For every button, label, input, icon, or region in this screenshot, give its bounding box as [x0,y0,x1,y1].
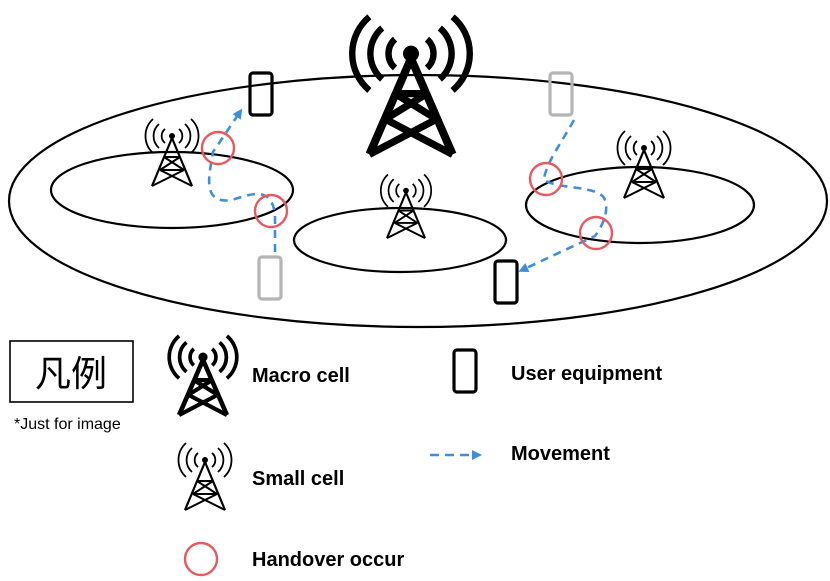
small-cell-tower-icon [379,173,433,240]
handover-marker [528,161,564,197]
macro-cell-coverage [7,73,829,329]
macro-cell-tower-icon [352,17,470,155]
legend-user-equipment-icon [452,348,478,394]
user-equipment-previous-icon [548,71,574,117]
handover-marker [578,215,614,251]
user-equipment-icon [248,71,274,117]
legend-small-cell-label: Small cell [252,468,344,490]
user-equipment-icon [493,259,519,305]
legend-title-box [9,340,134,403]
legend-movement-label: Movement [511,443,610,465]
small-cell-tower-icon [616,129,672,200]
legend-handover-label: Handover occur [252,549,404,571]
legend-macro-cell-icon [169,336,237,415]
movement-path-left [207,108,277,252]
legend-title: 凡例 [35,354,107,395]
movement-path-right [518,119,608,272]
small-cell-coverage-right [524,165,756,245]
handover-marker [200,130,236,166]
user-equipment-previous-icon [257,255,283,301]
legend-user-equipment-label: User equipment [511,363,662,385]
legend-small-cell-icon [177,441,233,512]
legend-note: *Just for image [14,416,121,433]
handover-marker [253,193,289,229]
legend-handover-icon [183,541,219,577]
legend-macro-cell-label: Macro cell [252,365,350,387]
small-cell-coverage-left [49,150,295,230]
small-cell-coverage-center [292,206,508,274]
